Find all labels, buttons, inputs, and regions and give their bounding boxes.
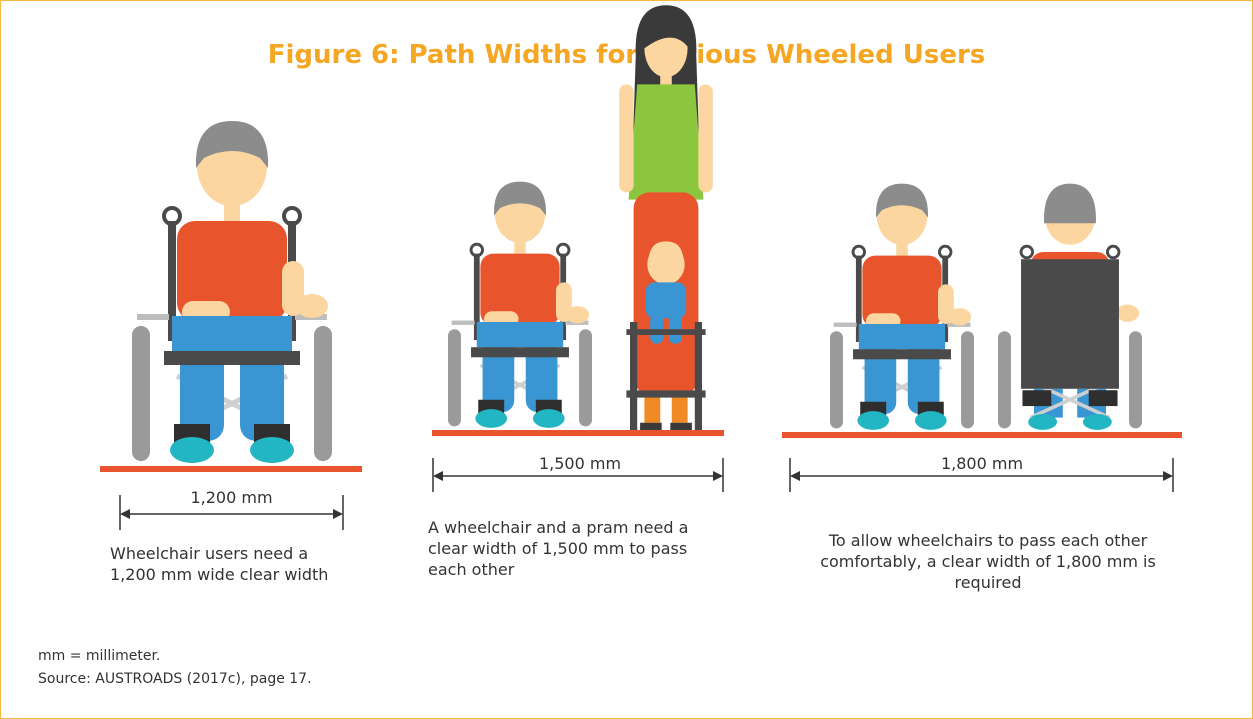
wheelchair-user-icon	[446, 179, 594, 430]
wheelchair-user-icon	[132, 121, 332, 463]
path-surface	[432, 430, 724, 436]
dimension-line-1800	[789, 458, 1174, 492]
woman-with-pram-icon	[619, 5, 713, 431]
caption-panel-2: A wheelchair and a pram need a clear wid…	[428, 518, 689, 579]
footnote-source: Source: AUSTROADS (2017c), page 17.	[38, 671, 312, 687]
wheelchair-user-icon	[828, 181, 976, 432]
figure-title: Figure 6: Path Widths for Various Wheele…	[267, 40, 986, 70]
dimension-line-1200	[119, 495, 344, 530]
path-surface	[100, 466, 362, 472]
dimension-label-1500: 1,500 mm	[538, 454, 622, 473]
dimension-label-1800: 1,800 mm	[940, 454, 1024, 473]
dimension-label-1200: 1,200 mm	[190, 488, 273, 507]
dimension-line-1500	[432, 458, 724, 492]
caption-panel-3: To allow wheelchairs to pass each other …	[820, 531, 1156, 592]
wheelchair-user-back-icon	[996, 181, 1144, 432]
path-surface	[782, 432, 1182, 438]
caption-panel-1: Wheelchair users need a 1,200 mm wide cl…	[110, 544, 329, 584]
footnote-abbreviation: mm = millimeter.	[38, 648, 161, 664]
